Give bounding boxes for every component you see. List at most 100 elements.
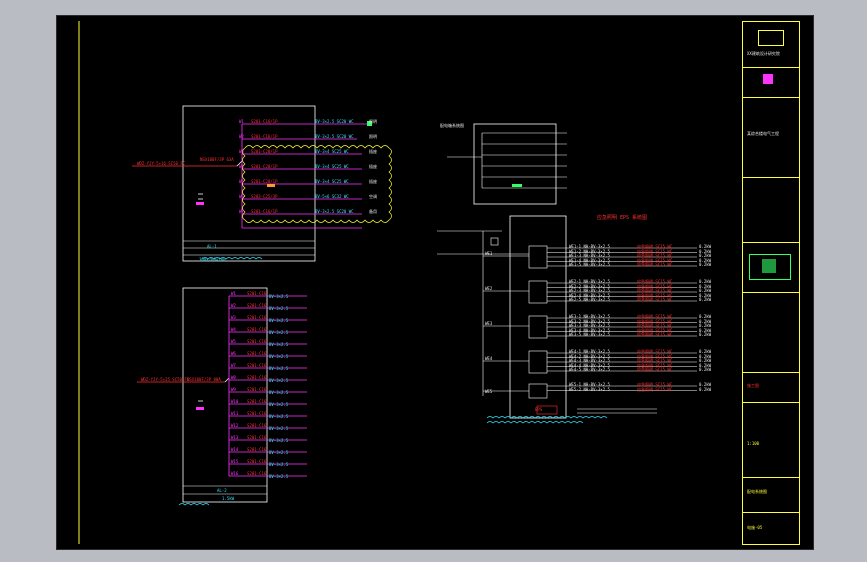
eps-feeder-power: 0.2kW [699,253,712,258]
eps-feeder-power: 0.2kW [699,244,712,249]
circuit-breaker: S201-C16 [247,375,267,380]
eps-feeder-cable: WE3-3 NH-BV-3×2.5 [569,323,610,328]
eps-feeder-cable: WE4-4 NH-BV-3×2.5 [569,362,610,368]
circuit-id: W5 [231,339,236,344]
circuit-cable: BV-3×2.5 [269,438,289,443]
circuit-breaker: S201-C16 [247,411,267,416]
circuit-cable: BV-3×2.5 SC20 WC [315,134,354,139]
eps-feeder-load: 应急照明 SC15 WC [637,297,673,302]
circuit-cable: BV-3×2.5 [269,450,289,455]
eps-feeder-load: 应急照明 SC15 WC [637,353,673,359]
eps-feeder-load: 应急照明 SC15 WC [637,358,673,363]
eps-feeder-load: 应急照明 SC15 WC [637,386,673,392]
circuit-breaker: S201-C16 [247,291,267,296]
eps-feeder-cable: WE4-3 NH-BV-3×2.5 [569,358,610,363]
eps-feeder-power: 0.2kW [699,358,712,363]
eps-feeder-power: 0.2kW [699,292,712,298]
eps-feeder-power: 0.2kW [699,386,712,392]
circuit-id: W2 [239,134,244,139]
eps-footer: EPS [535,407,543,412]
circuit-cable: BV-3×2.5 [269,330,289,335]
circuit-load: 照明 [369,119,377,124]
circuit-cable: BV-3×2.5 [269,294,289,299]
main-breaker-label: NSX100F/3P 63A [200,157,234,162]
panel-size-label: 300×700×200 [199,257,226,262]
circuit-id: W1 [231,291,236,296]
eps-feeder-load: 应急照明 SC15 WC [637,257,673,263]
circuit-breaker: S201-C16 [247,423,267,428]
right-box-title: 配电箱系统图 [440,123,464,128]
circuit-id: W3 [231,315,236,320]
main-breaker-label-2: NSX100F/3P 80A [187,377,221,382]
eps-feeder-power: 0.2kW [699,382,712,387]
eps-feeder-cable: WE4-1 NH-BV-3×2.5 [569,349,610,354]
circuit-cable: BV-3×2.5 SC20 WC [315,119,354,124]
eps-feeder-load: 应急照明 SC15 WC [637,382,673,387]
circuit-breaker: S201-C16 [247,459,267,464]
drawing-sheet: WDZ-YJY-5×16 SC50 FC NSX100F/3P 63A AL-1… [56,15,814,550]
eps-feeder-cable: WE3-2 NH-BV-3×2.5 [569,318,610,324]
eps-feeder-load: 应急照明 SC15 WC [637,292,673,298]
circuit-cable: BV-3×2.5 [269,306,289,311]
eps-group-label: WE4 [485,356,493,361]
stage-label: 施工图 [747,383,759,388]
circuit-cable: BV-3×2.5 [269,462,289,467]
circuit-id: W3 [239,149,244,154]
circuit-id: W1 [239,119,244,124]
eps-feeder-cable: WE2-2 NH-BV-3×2.5 [569,283,610,289]
eps-feeder-load: 应急照明 SC15 WC [637,279,673,284]
circuit-cable: BV-3×2.5 SC20 WC [315,209,354,214]
company-name: XX建筑设计研究院 [747,51,780,56]
eps-feeder-cable: WE1-2 NH-BV-3×2.5 [569,248,610,254]
circuit-breaker: S201-C20/1P [251,149,278,154]
eps-feeder-load: 应急照明 SC15 WC [637,362,673,368]
circuit-breaker: S201-C16/1P [251,134,278,139]
circuit-cable: BV-3×4 SC25 WC [315,164,349,169]
circuit-cable: BV-3×2.5 [269,366,289,371]
circuit-breaker: S201-C16 [247,363,267,368]
circuit-breaker: S201-C16 [247,303,267,308]
circuit-breaker: S201-C16 [247,327,267,332]
eps-feeder-power: 0.2kW [699,353,712,359]
eps-feeder-cable: WE4-5 NH-BV-3×2.5 [569,367,610,372]
circuit-id: W9 [231,387,236,392]
panel-size-label-2: 1.5kW [222,496,235,501]
eps-group-label: WE5 [485,389,493,394]
eps-feeder-cable: WE3-4 NH-BV-3×2.5 [569,327,610,333]
eps-note: 应急照明 EPS 系统图 [597,215,648,221]
circuit-breaker: S201-C16 [247,387,267,392]
eps-feeder-power: 0.2kW [699,314,712,319]
circuit-load: 插座 [369,179,377,184]
eps-feeder-cable: WE2-1 NH-BV-3×2.5 [569,279,610,284]
eps-feeder-cable: WE3-1 NH-BV-3×2.5 [569,314,610,319]
eps-feeder-cable: WE5-2 NH-BV-3×2.5 [569,386,610,392]
circuit-id: W7 [231,363,236,368]
eps-feeder-power: 0.2kW [699,279,712,284]
circuit-id: W12 [231,423,239,428]
incoming-cable-label-2: WDZ-YJY-5×25 SC50 FC [141,377,190,382]
eps-feeder-load: 应急照明 SC15 WC [637,244,673,249]
circuit-load: 插座 [369,149,377,154]
schematic-canvas [78,21,697,544]
eps-feeder-load: 应急照明 SC15 WC [637,367,673,372]
eps-feeder-cable: WE2-3 NH-BV-3×2.5 [569,288,610,293]
circuit-id: W14 [231,447,239,452]
eps-feeder-power: 0.2kW [699,323,712,328]
circuit-breaker: S201-C16 [247,471,267,476]
circuit-breaker: S201-C16 [247,315,267,320]
eps-feeder-power: 0.2kW [699,297,712,302]
eps-feeder-load: 应急照明 SC15 WC [637,332,673,337]
circuit-id: W7 [239,209,244,214]
circuit-breaker: S201-C20/1P [251,164,278,169]
circuit-breaker: S201-C16 [247,399,267,404]
incoming-cable-label: WDZ-YJY-5×16 SC50 FC [137,161,186,166]
eps-feeder-cable: WE1-3 NH-BV-3×2.5 [569,253,610,258]
circuit-cable: BV-3×2.5 [269,414,289,419]
eps-feeder-cable: WE1-4 NH-BV-3×2.5 [569,257,610,263]
circuit-cable: BV-3×2.5 [269,318,289,323]
circuit-id: W11 [231,411,239,416]
circuit-breaker: S201-C16 [247,339,267,344]
circuit-id: W5 [239,179,244,184]
eps-group-label: WE1 [485,251,493,256]
eps-feeder-power: 0.2kW [699,257,712,263]
